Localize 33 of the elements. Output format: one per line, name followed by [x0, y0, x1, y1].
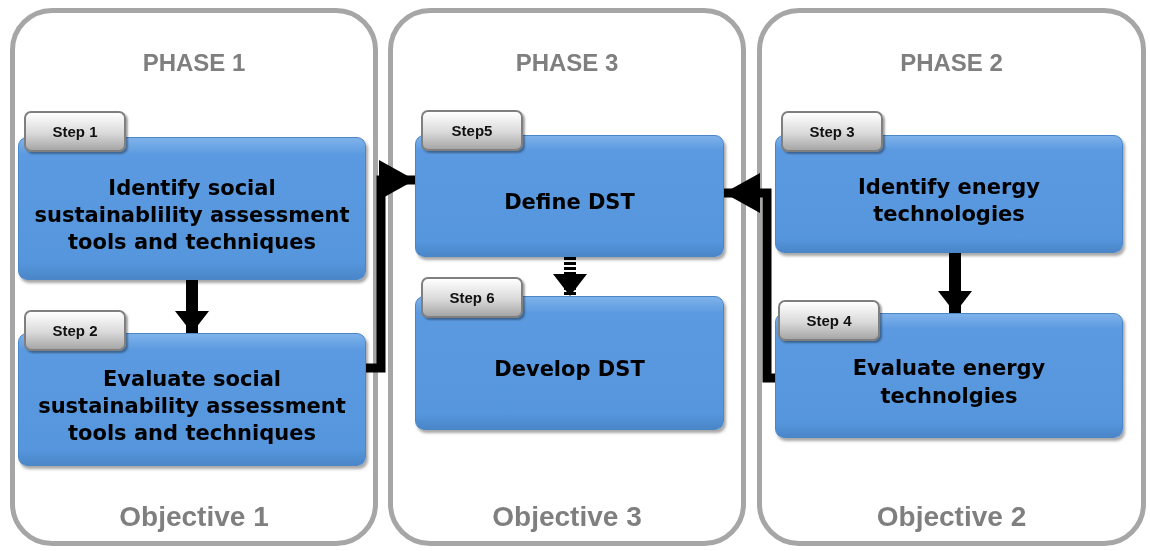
- arrow: [553, 257, 587, 296]
- step-tab: [421, 110, 523, 151]
- step-label: Step5: [451, 122, 493, 139]
- step-tab: [24, 111, 126, 152]
- process-box: [775, 313, 1123, 438]
- objective-label: Objective 1: [119, 501, 269, 533]
- step-tab: [778, 300, 880, 341]
- phase-panel: [757, 8, 1146, 546]
- phase-panel: [10, 8, 378, 546]
- objective-label: Objective 3: [492, 501, 642, 533]
- step-label: Step 4: [806, 312, 852, 329]
- step-tab: [24, 310, 126, 351]
- objective-label: Objective 2: [876, 501, 1027, 533]
- step-description: Evaluate energy technolgies: [851, 355, 1047, 410]
- step-description: Identify energy technologies: [857, 173, 1041, 228]
- step-description: Develop DST: [494, 356, 645, 384]
- phase-heading: PHASE 2: [900, 49, 1003, 77]
- phase-panel: [388, 8, 746, 546]
- step-description: Identify social sustainablility assessment tools and techniques: [33, 174, 351, 257]
- arrow: [724, 173, 775, 383]
- step-description: Define DST: [504, 189, 635, 217]
- arrow: [366, 160, 415, 373]
- arrow: [938, 253, 972, 313]
- step-label: Step 3: [809, 123, 855, 140]
- step-description: Evaluate social sustainability assessment tools and techniques: [37, 365, 347, 448]
- step-label: Step 6: [449, 289, 495, 306]
- step-tab: [781, 111, 883, 152]
- arrow: [175, 280, 209, 333]
- phase-heading: PHASE 3: [515, 49, 619, 77]
- step-label: Step 1: [52, 123, 98, 140]
- phase-heading: PHASE 1: [142, 49, 246, 77]
- step-tab: [421, 277, 523, 318]
- step-label: Step 2: [52, 322, 98, 339]
